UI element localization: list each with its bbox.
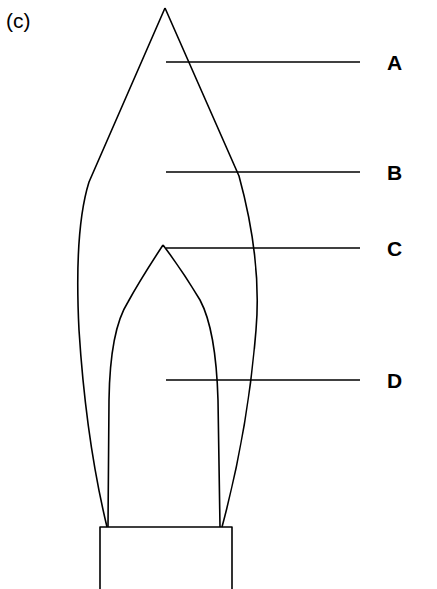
zone-label: D: [387, 370, 402, 391]
inner-cone: [108, 245, 220, 527]
leader-line: [166, 379, 360, 381]
outer-flame: [78, 8, 257, 527]
burner-tube: [100, 527, 232, 589]
zone-label: A: [387, 52, 402, 73]
zone-label: B: [387, 162, 402, 183]
leader-line: [166, 61, 360, 63]
part-label: (c): [6, 10, 31, 31]
leader-line: [166, 171, 360, 173]
leader-line: [166, 247, 360, 249]
zone-label: C: [387, 238, 402, 259]
